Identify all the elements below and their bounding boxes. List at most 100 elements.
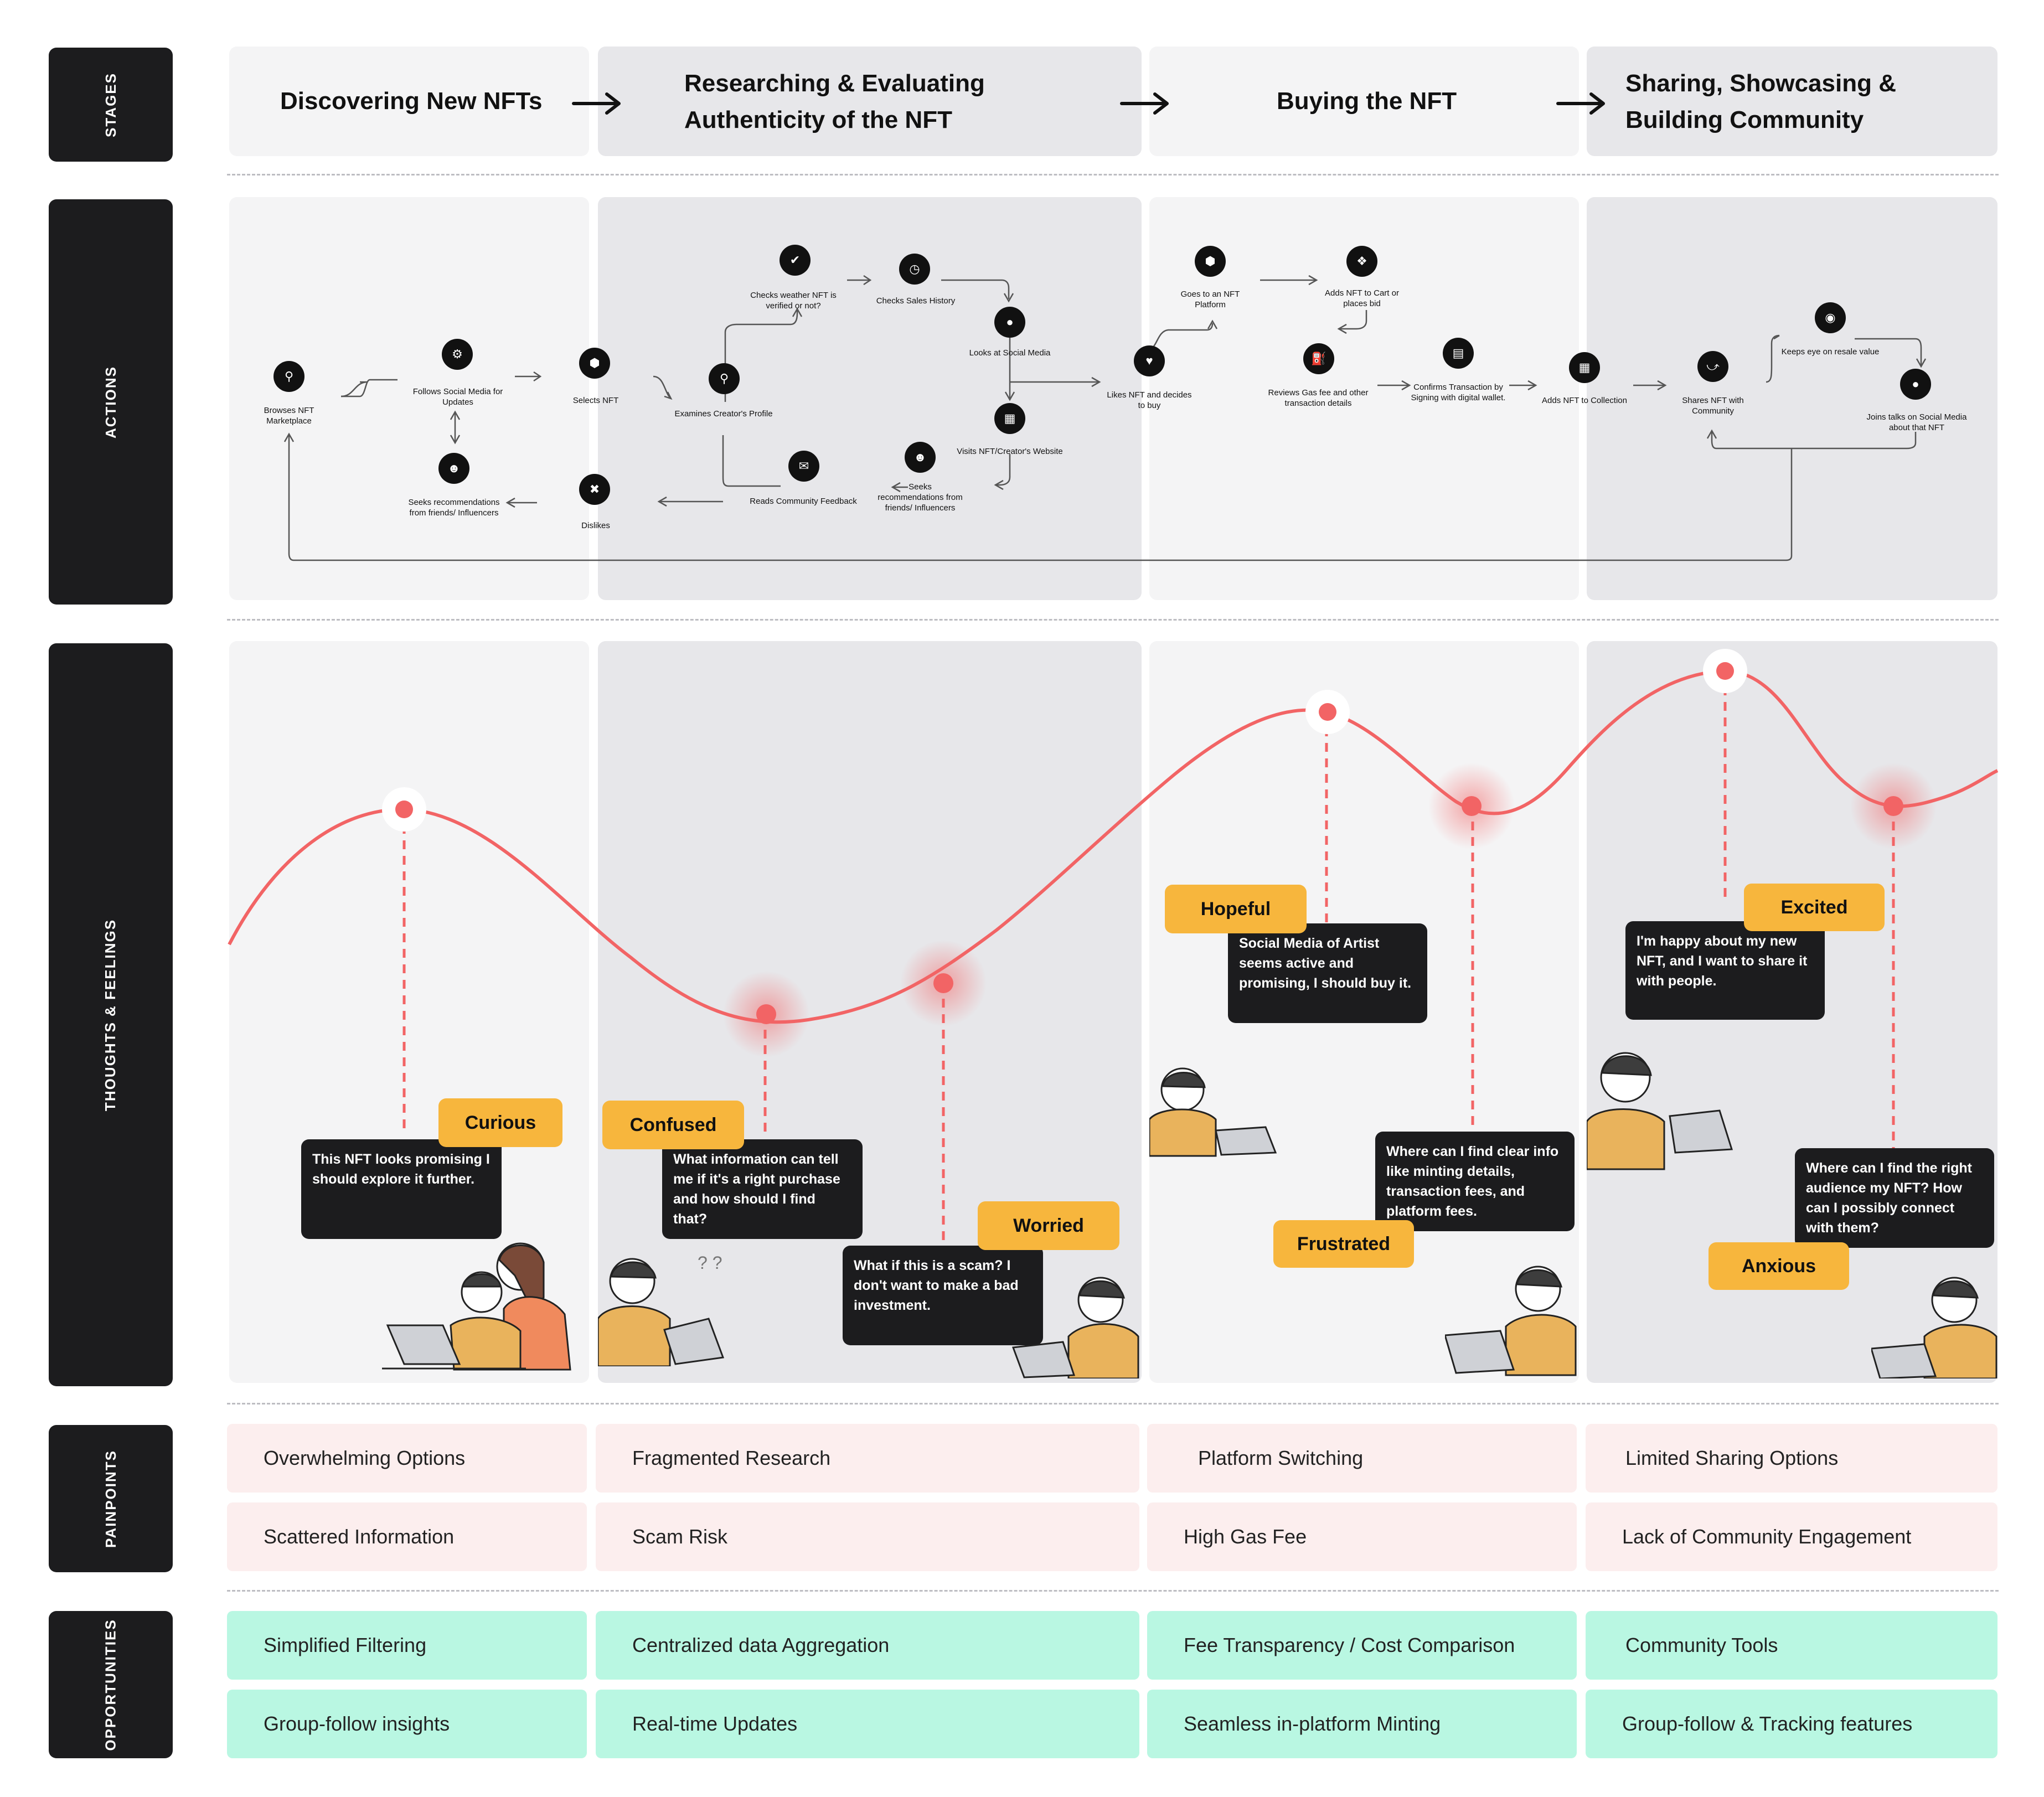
action-goes: Goes to an NFT Platform <box>1180 290 1240 309</box>
eye-icon: ◉ <box>1815 302 1846 333</box>
examine-profile-icon: ⚲ <box>709 363 740 394</box>
stage-title-4: Sharing, Showcasing & Building Community <box>1625 63 1896 141</box>
opportunity-1-2: Group-follow insights <box>227 1690 587 1758</box>
action-browse: Browses NFT Marketplace <box>264 406 314 426</box>
emotion-curve-line <box>228 669 1999 1024</box>
thought-curious: This NFT looks promising I should explor… <box>301 1139 502 1239</box>
action-keeps: Keeps eye on resale value <box>1781 347 1880 357</box>
stage-card-1 <box>229 47 589 156</box>
row-label-stages: STAGES <box>49 48 173 162</box>
row-label-thoughts: THOUGHTS & FEELINGS <box>49 643 173 1386</box>
row-label-opportunities-text: OPPORTUNITIES <box>102 1618 119 1751</box>
stage-arrow-3-icon <box>1556 92 1605 115</box>
painpoint-3-2: High Gas Fee <box>1147 1502 1577 1571</box>
painpoint-1-1: Overwhelming Options <box>227 1424 587 1493</box>
dislike-icon: ✖ <box>579 474 610 505</box>
stage-title-1-line: Discovering New NFTs <box>280 87 543 115</box>
follow-updates-icon: ⚙ <box>442 339 473 370</box>
action-confirms: Confirms Transaction by Signing with dig… <box>1411 383 1506 402</box>
opportunity-4-1: Community Tools <box>1586 1611 1997 1680</box>
action-checks-verified: Checks weather NFT is verified or not? <box>750 291 837 311</box>
persona-confused-illustration: ? ? <box>598 1253 725 1366</box>
painpoint-1-2: Scattered Information <box>227 1502 587 1571</box>
persona-hopeful-illustration <box>1149 1067 1277 1157</box>
cart-icon: ❖ <box>1346 246 1377 277</box>
row-label-painpoints-text: PAINPOINTS <box>102 1449 119 1548</box>
painpoint-4-2: Lack of Community Engagement <box>1586 1502 1997 1571</box>
action-reviews: Reviews Gas fee and other transaction de… <box>1268 388 1369 408</box>
emotion-curve-chart <box>228 649 1999 1240</box>
wallet-icon: ▤ <box>1443 338 1474 369</box>
persona-anxious-illustration <box>1871 1277 1997 1378</box>
painpoint-4-1: Limited Sharing Options <box>1586 1424 1997 1493</box>
social-media-icon: ● <box>994 307 1025 338</box>
divider-3 <box>227 1403 1999 1404</box>
stage-title-4-line2: Building Community <box>1625 106 1864 133</box>
action-dislikes: Dislikes <box>581 521 610 530</box>
history-clock-icon: ◷ <box>899 254 930 285</box>
stage-title-1: Discovering New NFTs <box>280 78 543 125</box>
gas-fee-icon: ⛽ <box>1303 343 1334 374</box>
friends-group-icon: ☻ <box>438 453 469 484</box>
browse-search-icon: ⚲ <box>273 361 304 392</box>
tag-confused: Confused <box>602 1101 744 1149</box>
action-selects: Selects NFT <box>572 396 619 405</box>
thought-frustrated: Where can I find clear info like minting… <box>1375 1132 1575 1231</box>
opportunity-3-1: Fee Transparency / Cost Comparison <box>1147 1611 1577 1680</box>
stage-arrow-1-icon <box>572 92 621 115</box>
persona-excited-illustration <box>1587 1052 1733 1170</box>
action-seeks-1: Seeks recommendations from friends/ Infl… <box>408 498 500 518</box>
row-label-actions: ACTIONS <box>49 199 173 605</box>
thought-worried: What if this is a scam? I don't want to … <box>843 1246 1043 1345</box>
stage-card-3 <box>1149 47 1579 156</box>
action-follows: Follows Social Media for Updates <box>412 387 503 407</box>
stage-card-4 <box>1587 47 1997 156</box>
tag-hopeful: Hopeful <box>1165 885 1307 933</box>
thought-hopeful: Social Media of Artist seems active and … <box>1228 923 1427 1023</box>
nft-platform-icon: ⬢ <box>1195 246 1226 277</box>
actions-flow-connectors <box>283 275 1927 561</box>
action-seeks-2: Seeks recommendations from friends/ Infl… <box>878 482 963 513</box>
friends-group-2-icon: ☻ <box>905 442 936 473</box>
stage-title-2: Researching & Evaluating Authenticity of… <box>684 63 985 141</box>
painpoint-2-1: Fragmented Research <box>596 1424 1139 1493</box>
website-icon: ▦ <box>994 403 1025 434</box>
thought-anxious: Where can I find the right audience my N… <box>1795 1148 1994 1248</box>
painpoint-3-1: Platform Switching <box>1147 1424 1577 1493</box>
stage-arrow-2-icon <box>1120 92 1169 115</box>
stage-card-2 <box>598 47 1142 156</box>
social-talk-icon: ● <box>1900 369 1931 400</box>
row-label-painpoints: PAINPOINTS <box>49 1425 173 1572</box>
persona-frustrated-illustration <box>1445 1266 1577 1376</box>
row-label-opportunities: OPPORTUNITIES <box>49 1611 173 1758</box>
opportunity-2-1: Centralized data Aggregation <box>596 1611 1139 1680</box>
action-social: Looks at Social Media <box>969 348 1051 358</box>
like-icon: ♥ <box>1134 345 1165 376</box>
opportunity-3-2: Seamless in-platform Minting <box>1147 1690 1577 1758</box>
opportunity-2-2: Real-time Updates <box>596 1690 1139 1758</box>
tag-curious: Curious <box>438 1098 562 1147</box>
divider-1 <box>227 174 1999 175</box>
painpoint-2-2: Scam Risk <box>596 1502 1139 1571</box>
community-feedback-icon: ✉ <box>788 451 819 482</box>
action-shares: Shares NFT with Community <box>1682 396 1744 416</box>
tag-frustrated: Frustrated <box>1273 1220 1414 1268</box>
action-joins: Joins talks on Social Media about that N… <box>1866 412 1967 432</box>
verified-shield-icon: ✔ <box>780 245 811 276</box>
action-examines: Examines Creator's Profile <box>674 409 773 419</box>
tag-worried: Worried <box>978 1201 1119 1250</box>
stage-title-3: Buying the NFT <box>1277 78 1457 125</box>
stage-title-2-line1: Researching & Evaluating <box>684 70 985 97</box>
svg-text:? ?: ? ? <box>698 1253 722 1273</box>
persona-curious-illustration <box>382 1242 571 1371</box>
action-reads: Reads Community Feedback <box>750 497 857 506</box>
stage-title-3-line: Buying the NFT <box>1277 87 1457 115</box>
action-sales-history: Checks Sales History <box>876 296 956 306</box>
action-adds-collection: Adds NFT to Collection <box>1542 396 1627 405</box>
action-likes: Likes NFT and decides to buy <box>1107 390 1192 410</box>
opportunity-1-1: Simplified Filtering <box>227 1611 587 1680</box>
persona-worried-illustration <box>1011 1277 1139 1378</box>
collection-icon: ▦ <box>1569 352 1600 383</box>
nft-select-icon: ⬢ <box>579 348 610 379</box>
